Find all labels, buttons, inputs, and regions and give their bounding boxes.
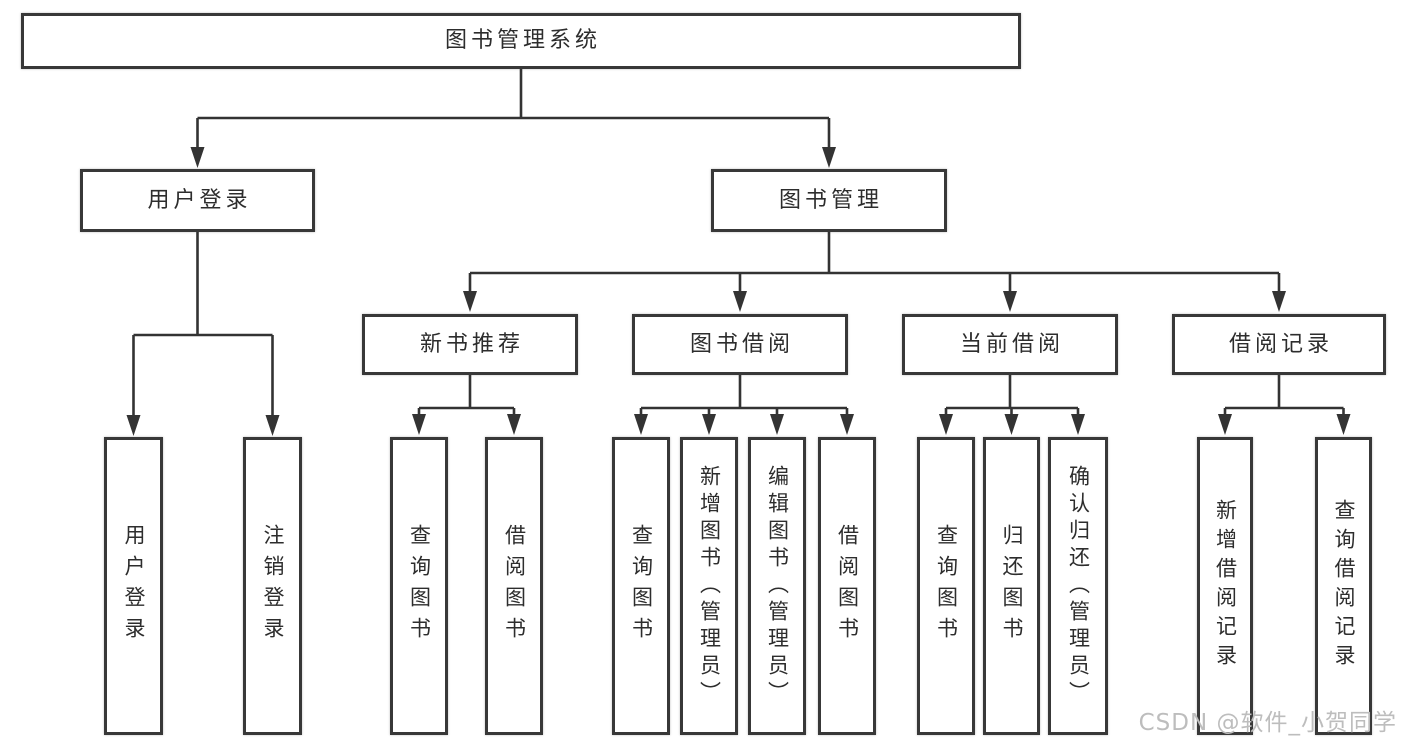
connector-book-borrow-split (639, 375, 849, 417)
arrowhead (634, 414, 648, 435)
leaf-newbook-borrow: 借阅图书 (485, 437, 543, 735)
node-borrow-record: 借阅记录 (1172, 314, 1386, 375)
leaf-user-login: 用户登录 (104, 437, 163, 735)
arrowhead (702, 414, 716, 435)
leaf-current-confirm-admin: 确认归还（管理员） (1048, 437, 1108, 735)
arrowhead (733, 291, 747, 312)
arrowhead (1336, 414, 1351, 435)
leaf-record-add: 新增借阅记录 (1197, 437, 1253, 735)
arrowhead (1071, 414, 1085, 435)
leaf-newbook-query: 查询图书 (390, 437, 448, 735)
arrowhead (939, 414, 953, 435)
arrowhead (1272, 291, 1286, 312)
arrowhead (126, 415, 141, 436)
leaf-logout: 注销登录 (243, 437, 302, 735)
arrowheads (126, 147, 1351, 436)
connector-current-borrow-split (944, 375, 1080, 417)
arrowhead (822, 147, 836, 168)
connector-root-split (196, 69, 831, 150)
arrowhead (463, 291, 477, 312)
arrowhead (1218, 414, 1232, 435)
leaf-current-return: 归还图书 (983, 437, 1040, 735)
node-root: 图书管理系统 (21, 13, 1021, 69)
connector-new-book-split (417, 375, 516, 417)
connector-borrow-record-split (1223, 375, 1345, 417)
arrowhead (412, 414, 426, 435)
arrowhead (770, 414, 784, 435)
node-new-book-rec: 新书推荐 (362, 314, 578, 375)
connector-user-login-split (132, 232, 274, 418)
arrowhead (265, 415, 280, 436)
node-book-mgmt: 图书管理 (711, 169, 947, 232)
arrowhead (507, 414, 521, 435)
node-user-login: 用户登录 (80, 169, 315, 232)
arrowhead (840, 414, 854, 435)
connector-lines (132, 69, 1345, 418)
leaf-borrow-query: 查询图书 (612, 437, 670, 735)
arrowhead (1004, 414, 1019, 435)
leaf-borrow-add-admin: 新增图书（管理员） (680, 437, 738, 735)
leaf-borrow-edit-admin: 编辑图书（管理员） (748, 437, 806, 735)
arrowhead (1003, 291, 1017, 312)
node-current-borrow: 当前借阅 (902, 314, 1118, 375)
leaf-current-query: 查询图书 (917, 437, 975, 735)
connector-book-mgmt-split (468, 232, 1281, 294)
leaf-borrow-book: 借阅图书 (818, 437, 876, 735)
leaf-record-query: 查询借阅记录 (1315, 437, 1372, 735)
node-book-borrow: 图书借阅 (632, 314, 848, 375)
arrowhead (190, 147, 205, 168)
